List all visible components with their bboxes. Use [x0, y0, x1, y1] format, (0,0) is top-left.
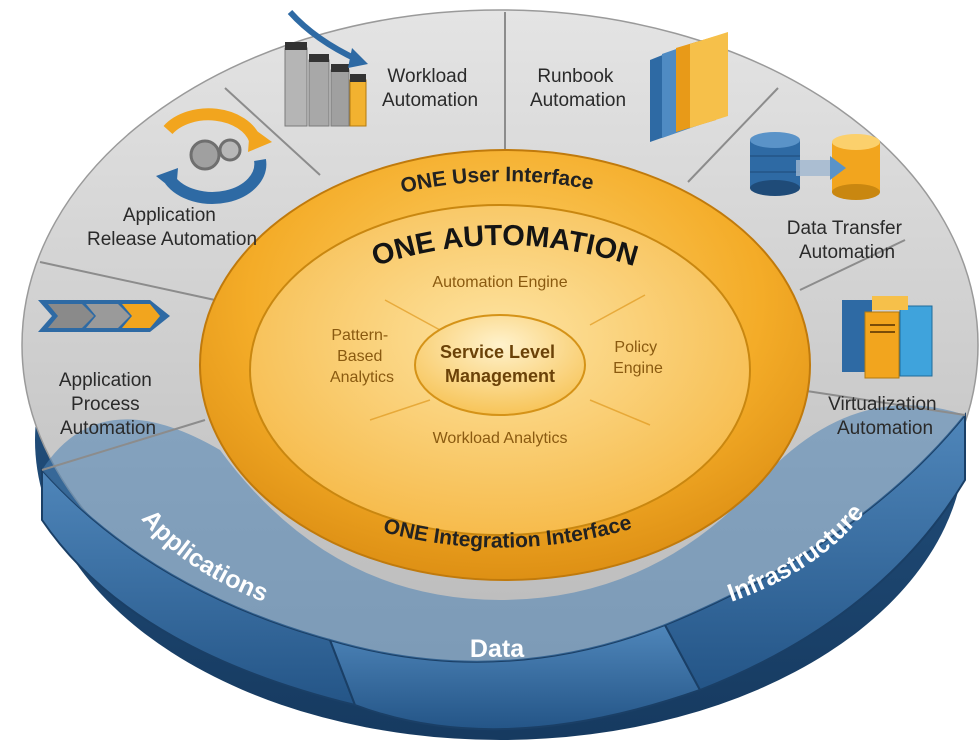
automation-engine-label: Automation Engine [432, 274, 567, 291]
process-arrow-icon [38, 300, 170, 332]
pattern-analytics-label: Pattern- Based Analytics [330, 327, 394, 386]
policy-engine-label: Policy Engine [613, 339, 663, 377]
data-label: Data [470, 635, 525, 663]
service-level-management-label: Service Level Management [440, 342, 560, 386]
server-bars-icon [284, 10, 368, 127]
virtualization-automation-label[interactable]: Virtualization Automation [828, 394, 942, 439]
application-release-automation-label[interactable]: Application Release Automation [87, 205, 257, 250]
inner-spokes [369, 294, 651, 426]
database-transfer-icon [750, 132, 880, 200]
runbook-automation-label[interactable]: Runbook Automation [530, 66, 626, 111]
segment-dividers [39, 12, 966, 471]
application-process-automation-label[interactable]: Application Process Automation [59, 370, 157, 439]
data-transfer-automation-label[interactable]: Data Transfer Automation [787, 218, 907, 263]
release-cycle-gears-icon [156, 108, 272, 204]
virtual-servers-icon [842, 296, 933, 379]
workload-automation-label[interactable]: Workload Automation [382, 66, 478, 111]
runbook-pages-icon [650, 32, 728, 142]
blue-segments [41, 405, 966, 731]
workload-analytics-label: Workload Analytics [433, 430, 568, 447]
service-level-core[interactable] [414, 314, 586, 416]
